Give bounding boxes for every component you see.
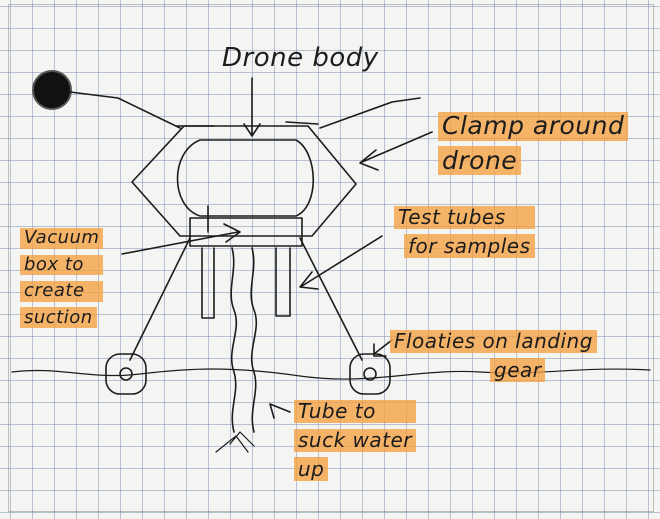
arrow-vacuum-box: [122, 224, 240, 254]
test-tube-right: [276, 248, 290, 316]
label-tube-line1: Tube to: [294, 400, 416, 423]
label-drone-body-text: Drone body: [222, 43, 379, 73]
suction-tube-left: [231, 248, 236, 432]
label-tube: Tube to suck water up: [294, 400, 416, 481]
label-clamp: Clamp around drone: [438, 112, 628, 176]
label-floaties-line1: Floaties on landing: [390, 330, 597, 353]
test-tube-left: [202, 248, 214, 318]
arrow-tube: [270, 404, 290, 418]
label-tube-line3: up: [294, 457, 328, 481]
label-floaties-line2: gear: [490, 358, 545, 382]
floatie-right: [350, 354, 390, 394]
landing-leg-right: [300, 238, 362, 360]
label-clamp-line1: Clamp around: [438, 112, 628, 141]
propeller-arm-left: [70, 92, 180, 128]
arrow-drone-body: [244, 78, 260, 136]
vacuum-box: [190, 218, 302, 246]
label-vacuum-line4: suction: [20, 307, 97, 328]
label-clamp-line2: drone: [438, 146, 521, 175]
label-test-tubes-line1: Test tubes: [394, 206, 535, 229]
arrow-clamp: [360, 132, 432, 170]
label-drone-body: Drone body: [222, 44, 379, 74]
drone-body-shape: [178, 140, 314, 216]
propeller-arm-right: [320, 98, 420, 128]
label-test-tubes-line2: for samples: [404, 234, 535, 258]
clamp-hexagon: [132, 126, 356, 236]
label-test-tubes: Test tubes for samples: [394, 206, 535, 258]
label-vacuum-line1: Vacuum: [20, 228, 103, 249]
binder-hole: [33, 71, 71, 109]
label-vacuum-box: Vacuum box to create suction: [20, 228, 103, 329]
label-vacuum-line3: create: [20, 281, 103, 302]
landing-leg-left: [130, 238, 190, 360]
label-tube-line2: suck water: [294, 429, 416, 452]
suction-tube-right: [251, 248, 256, 432]
label-vacuum-line2: box to: [20, 255, 103, 276]
tube-intake: [216, 432, 254, 452]
label-floaties: Floaties on landing gear: [390, 330, 597, 382]
floatie-left-hole: [120, 368, 132, 380]
